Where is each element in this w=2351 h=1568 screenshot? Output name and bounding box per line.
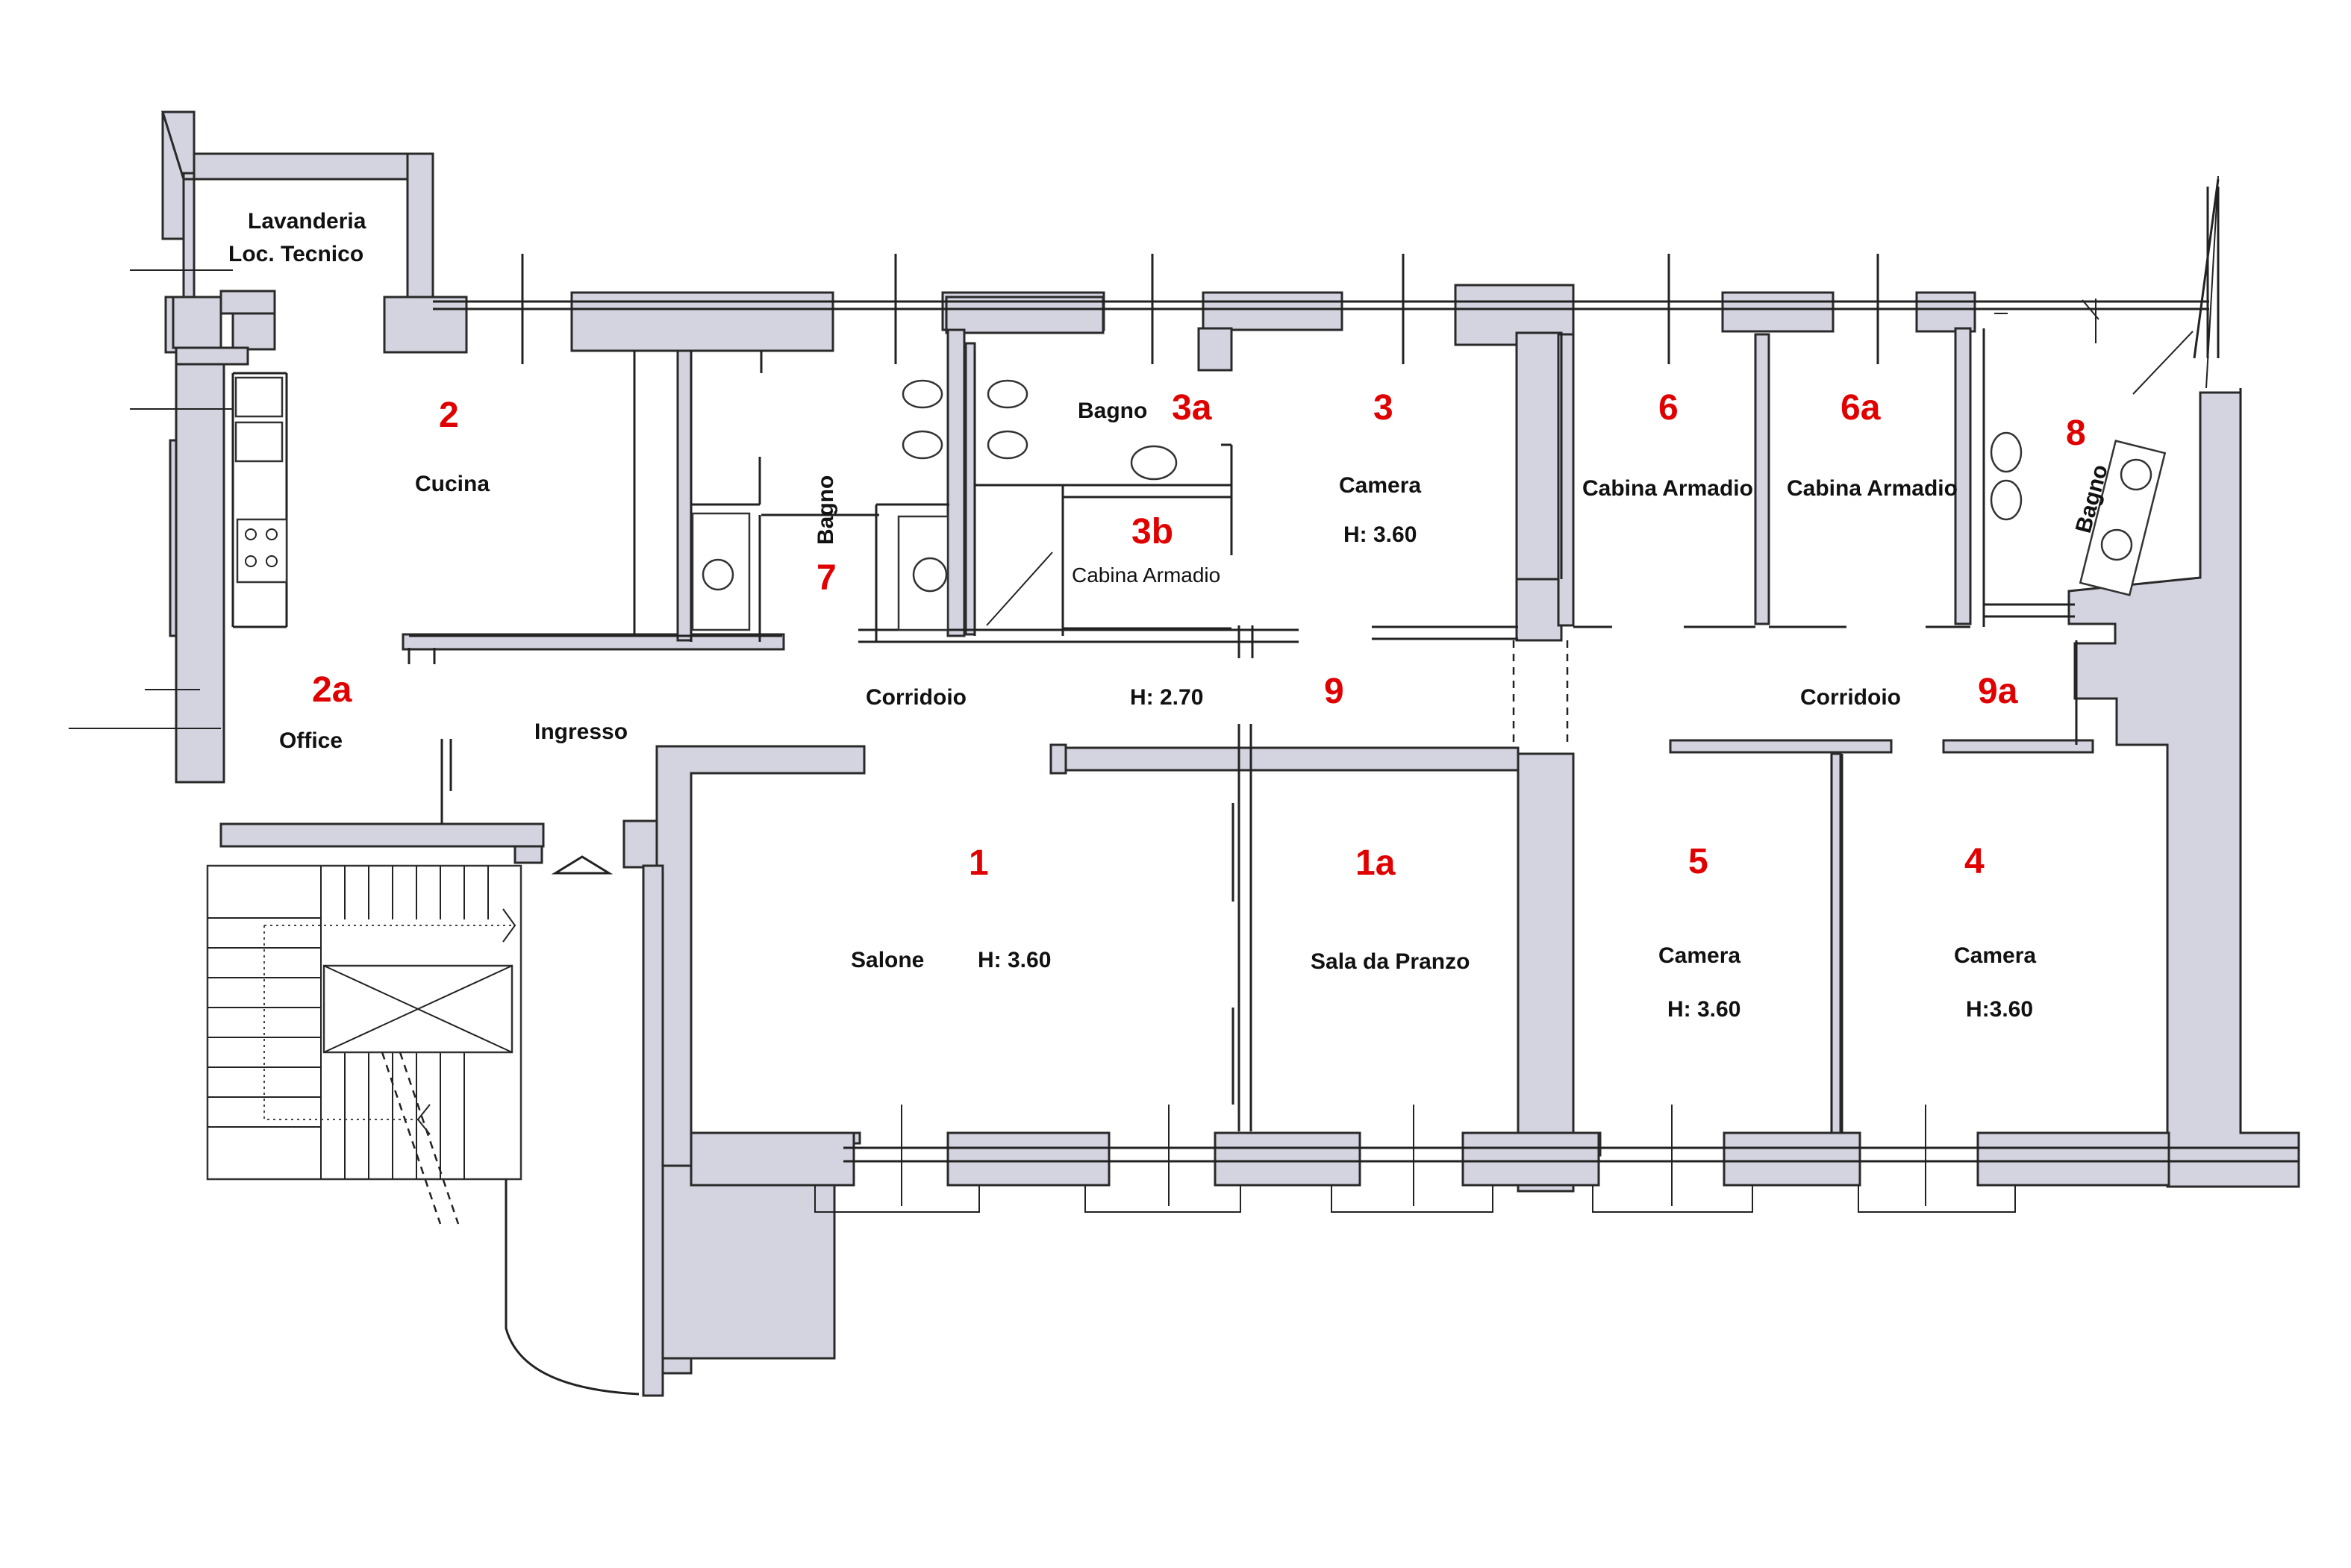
room-number-3b: 3b: [1131, 512, 1173, 552]
room-number-1: 1: [969, 843, 989, 883]
room-number-1a: 1a: [1355, 843, 1396, 883]
label-lavanderia: Lavanderia: [248, 209, 366, 234]
label-sala-da-pranzo: Sala da Pranzo: [1311, 949, 1470, 974]
room-number-9a: 9a: [1978, 672, 2018, 711]
label-salone: Salone: [851, 948, 924, 972]
room-number-3: 3: [1373, 388, 1393, 428]
label-height-1: H: 3.60: [978, 948, 1051, 972]
label-height-3: H: 3.60: [1343, 522, 1417, 547]
label-loc-tecnico: Loc. Tecnico: [228, 242, 363, 266]
room-number-3a: 3a: [1172, 388, 1212, 428]
label-cabina-3b: Cabina Armadio: [1072, 563, 1220, 587]
label-corridoio: Corridoio: [866, 685, 967, 710]
label-camera-5: Camera: [1658, 943, 1740, 968]
room-number-4: 4: [1964, 842, 1985, 881]
room-number-2: 2: [439, 396, 459, 435]
label-bagno-7: Bagno: [814, 475, 838, 545]
label-cabina-6a: Cabina Armadio: [1787, 476, 1958, 501]
label-height-5: H: 3.60: [1667, 997, 1740, 1022]
label-camera-4: Camera: [1954, 943, 2036, 968]
room-number-9: 9: [1324, 672, 1344, 711]
bottom-windows: [814, 1105, 2299, 1213]
label-ingresso: Ingresso: [534, 719, 628, 744]
room-number-2a: 2a: [312, 670, 352, 710]
label-camera-3: Camera: [1339, 473, 1421, 498]
room-number-6: 6: [1658, 388, 1679, 428]
label-office: Office: [279, 728, 343, 753]
fixtures: [234, 376, 2167, 631]
walls: [160, 110, 2300, 1397]
label-cucina: Cucina: [415, 472, 490, 496]
label-height-corridor: H: 2.70: [1130, 685, 1203, 710]
label-corridoio-2: Corridoio: [1800, 685, 1901, 710]
room-number-5: 5: [1688, 842, 1708, 881]
partitions: [69, 175, 2242, 1133]
labels: Lavanderia Loc. Tecnico 2 Cucina 2a Offi…: [228, 209, 2113, 1022]
room-number-7: 7: [817, 558, 837, 598]
staircase: [206, 855, 640, 1396]
room-number-6a: 6a: [1840, 388, 1881, 428]
label-height-4: H:3.60: [1966, 997, 2033, 1022]
room-number-8: 8: [2066, 413, 2086, 453]
label-cabina-6: Cabina Armadio: [1582, 476, 1753, 501]
label-bagno-3a: Bagno: [1078, 399, 1147, 423]
